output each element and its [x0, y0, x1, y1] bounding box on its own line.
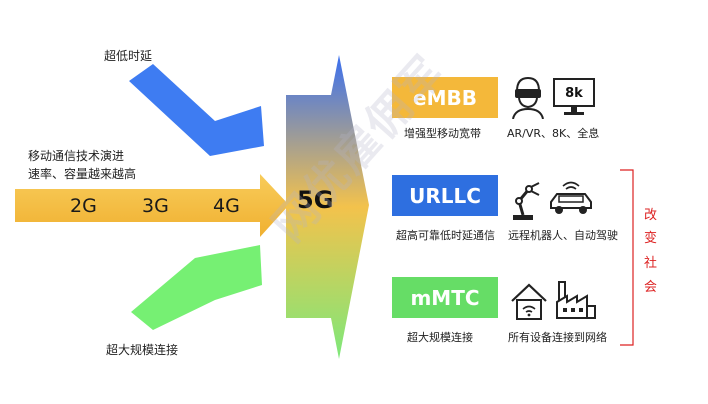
evolution-arrow — [15, 174, 289, 237]
evolution-label-line2: 速率、容量越来越高 — [28, 167, 137, 181]
8k-monitor-text: 8k — [565, 86, 583, 101]
side-label-char-4: 会 — [644, 280, 658, 295]
generation-2g: 2G — [70, 195, 97, 217]
vr-headset-icon — [512, 76, 544, 119]
embb-badge: eMBB — [392, 77, 498, 118]
5g-central-arrow — [286, 55, 369, 359]
side-label-char-1: 改 — [644, 208, 658, 223]
mmtc-description: 超大规模连接 — [407, 331, 473, 344]
urllc-applications: 远程机器人、自动驾驶 — [508, 229, 618, 242]
embb-description: 增强型移动宽带 — [404, 127, 481, 140]
8k-monitor-icon — [553, 78, 595, 115]
generation-3g: 3G — [142, 195, 169, 217]
mmtc-applications: 所有设备连接到网络 — [508, 331, 607, 344]
ultra-low-latency-label: 超低时延 — [104, 49, 153, 63]
mmtc-badge: mMTC — [392, 277, 498, 318]
evolution-label-line1: 移动通信技术演进 — [28, 149, 125, 163]
robot-arm-icon — [513, 182, 540, 220]
embb-applications: AR/VR、8K、全息 — [507, 127, 600, 140]
5g-label: 5G — [297, 186, 334, 214]
urllc-description: 超高可靠低时延通信 — [396, 229, 495, 242]
autonomous-car-icon — [550, 181, 592, 214]
change-society-bracket — [620, 169, 634, 346]
massive-connection-label: 超大规模连接 — [106, 343, 179, 357]
urllc-badge: URLLC — [392, 175, 498, 216]
side-label-char-3: 社 — [644, 256, 658, 271]
factory-icon — [556, 281, 596, 319]
smart-home-icon — [511, 283, 547, 320]
massive-connection-arrow — [131, 245, 262, 330]
side-label-char-2: 变 — [644, 231, 658, 246]
generation-4g: 4G — [213, 195, 240, 217]
ultra-low-latency-arrow — [129, 64, 264, 156]
